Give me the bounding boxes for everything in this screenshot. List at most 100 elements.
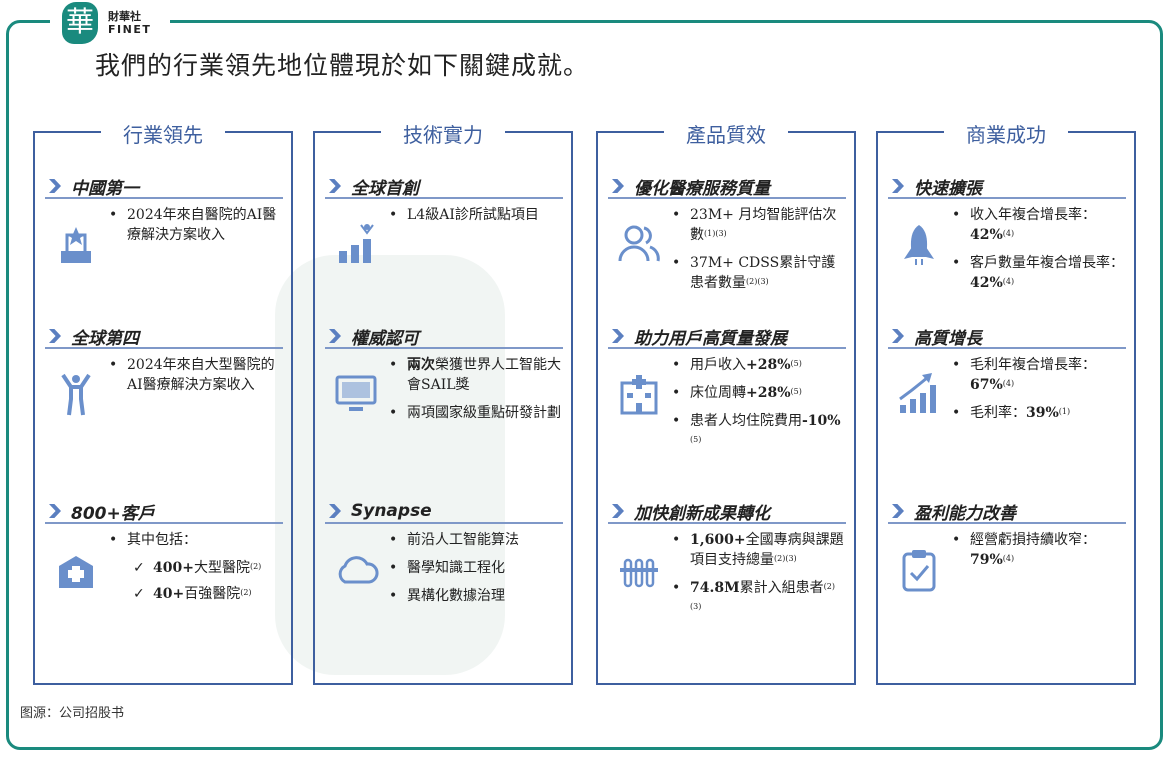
item-text: 23M+ 月均智能評估次數	[690, 207, 837, 243]
chevron-right-icon	[329, 504, 341, 518]
bullet-item: 客戶數量年複合增長率：42%(4)	[948, 253, 1126, 293]
item-text: 經營虧損持續收窄：	[970, 532, 1096, 548]
section: 快速擴張收入年複合增長率：42%(4)客戶數量年複合增長率：42%(4)	[888, 175, 1126, 325]
footnote-ref: (5)	[790, 359, 802, 368]
item-text: 異構化數據治理	[407, 588, 505, 604]
footnote-ref: (4)	[1002, 554, 1015, 563]
section: 全球首創L4級AI診所試點項目	[325, 175, 563, 325]
section-body: 用戶收入+28%(5)床位周轉+28%(5)患者人均住院費用-10%(5)	[608, 349, 846, 500]
bullet-item: 醫學知識工程化	[385, 558, 563, 578]
section-heading: 助力用戶高質量發展	[634, 328, 787, 349]
footnote-ref: (2)(3)	[774, 554, 797, 563]
item-text: 床位周轉	[690, 385, 746, 401]
bullet-item: 37M+ CDSS累計守護患者數量(2)(3)	[668, 253, 846, 293]
chevron-right-icon	[612, 179, 624, 193]
section: 盈利能力改善經營虧損持續收窄：79%(4)	[888, 500, 1126, 592]
footnote-ref: (1)(3)	[704, 229, 727, 238]
column-title: 商業成功	[944, 119, 1068, 148]
section-heading: 中國第一	[71, 178, 139, 199]
section: 權威認可兩次榮獲世界人工智能大會SAIL獎兩項國家級重點研發計劃	[325, 325, 563, 500]
highlight-value: 400+	[153, 560, 194, 576]
item-text: 毛利年複合增長率：	[970, 357, 1096, 373]
bullet-item: 2024年來自醫院的AI醫療解決方案收入	[105, 205, 283, 245]
section: 助力用戶高質量發展用戶收入+28%(5)床位周轉+28%(5)患者人均住院費用-…	[608, 325, 846, 500]
bullet-item: L4級AI診所試點項目	[385, 205, 563, 225]
bullet-item: 23M+ 月均智能評估次數(1)(3)	[668, 205, 846, 245]
bullet-list: 1,600+全國專病與課題項目支持總量(2)(3)74.8M累計入組患者(2)(…	[668, 530, 846, 618]
page-title: 我們的行業領先地位體現於如下關鍵成就。	[95, 51, 590, 80]
section-heading: 800+客戶	[71, 503, 155, 524]
section-body: 毛利年複合增長率：67%(4)毛利率：39%(1)	[888, 349, 1126, 500]
highlight-value: -10%	[802, 413, 841, 429]
highlight-value: 39%	[1026, 405, 1059, 421]
item-text: 37M+ CDSS累計守護患者數量	[690, 255, 836, 291]
users-icon	[618, 225, 660, 262]
bullet-item: 毛利年複合增長率：67%(4)	[948, 355, 1126, 395]
section-header: 加快創新成果轉化	[608, 500, 846, 524]
bullet-item: 兩次榮獲世界人工智能大會SAIL獎	[385, 355, 563, 395]
section-body: 其中包括：400+大型醫院(2)40+百強醫院(2)	[45, 524, 283, 620]
highlight-value: 74.8M	[690, 580, 740, 596]
footnote-ref: (5)	[690, 435, 702, 444]
item-text: 2024年來自大型醫院的AI醫療解決方案收入	[127, 357, 275, 393]
finet-logo: 華	[62, 2, 98, 44]
item-text: 收入年複合增長率：	[970, 207, 1096, 223]
bar-chart-person-icon	[339, 224, 374, 263]
bullet-item: 患者人均住院費用-10%(5)	[668, 411, 846, 451]
bullet-list: 2024年來自大型醫院的AI醫療解決方案收入	[105, 355, 283, 395]
section-heading: 全球第四	[71, 328, 139, 349]
cloud-icon	[338, 556, 379, 584]
highlight-value: 兩次	[407, 357, 435, 373]
bullet-list: 23M+ 月均智能評估次數(1)(3) 37M+ CDSS累計守護患者數量(2)(…	[668, 205, 846, 293]
chevron-right-icon	[892, 504, 904, 518]
section-header: 盈利能力改善	[888, 500, 1126, 524]
bullet-item: 異構化數據治理	[385, 586, 563, 606]
highlight-value: 40+	[153, 586, 185, 602]
item-text: 全國專病與課題項目支持總量	[690, 532, 844, 568]
column-2: 技術實力全球首創L4級AI診所試點項目權威認可兩次榮獲世界人工智能大會SAIL獎…	[313, 119, 573, 685]
footnote-ref: (4)	[1002, 379, 1015, 388]
section: 高質增長毛利年複合增長率：67%(4)毛利率：39%(1)	[888, 325, 1126, 500]
section-header: 中國第一	[45, 175, 283, 199]
section: 全球第四 2024年來自大型醫院的AI醫療解決方案收入	[45, 325, 283, 500]
highlight-value: 1,600+	[690, 532, 746, 548]
chevron-right-icon	[329, 329, 341, 343]
section-header: 800+客戶	[45, 500, 283, 524]
section-header: 助力用戶高質量發展	[608, 325, 846, 349]
section-body: 兩次榮獲世界人工智能大會SAIL獎兩項國家級重點研發計劃	[325, 349, 563, 500]
chevron-right-icon	[49, 179, 61, 193]
chevron-right-icon	[612, 504, 624, 518]
check-item: 40+百強醫院(2)	[105, 584, 283, 604]
section-body: 收入年複合增長率：42%(4)客戶數量年複合增長率：42%(4)	[888, 199, 1126, 325]
section-heading: 盈利能力改善	[914, 503, 1016, 524]
outer-frame	[6, 20, 1163, 750]
section-heading: 快速擴張	[914, 178, 982, 199]
brand-name-en: FINET	[108, 23, 152, 36]
column-title: 行業領先	[101, 119, 225, 148]
item-text: 兩項國家級重點研發計劃	[407, 405, 561, 421]
section-heading: 加快創新成果轉化	[634, 503, 770, 524]
footnote-ref: (2)	[240, 588, 252, 597]
section-body: 2024年來自大型醫院的AI醫療解決方案收入	[45, 349, 283, 500]
highlight-value: +28%	[746, 385, 791, 401]
section: 優化醫療服務質量 23M+ 月均智能評估次數(1)(3) 37M+ CDSS累計守護…	[608, 175, 846, 325]
chevron-right-icon	[892, 329, 904, 343]
chevron-right-icon	[49, 329, 61, 343]
bullet-list: 兩次榮獲世界人工智能大會SAIL獎兩項國家級重點研發計劃	[385, 355, 563, 423]
section-body: 前沿人工智能算法醫學知識工程化異構化數據治理	[325, 524, 563, 624]
section-body: 1,600+全國專病與課題項目支持總量(2)(3)74.8M累計入組患者(2)(…	[608, 524, 846, 636]
item-text: 大型醫院	[193, 560, 250, 576]
section-header: 優化醫療服務質量	[608, 175, 846, 199]
footnote-ref: (5)	[790, 387, 802, 396]
item-text: 百強醫院	[184, 586, 241, 602]
section: 加快創新成果轉化1,600+全國專病與課題項目支持總量(2)(3)74.8M累計…	[608, 500, 846, 636]
bullet-item: 用戶收入+28%(5)	[668, 355, 846, 375]
section-heading: Synapse	[351, 501, 432, 521]
section: Synapse前沿人工智能算法醫學知識工程化異構化數據治理	[325, 500, 563, 624]
highlight-value: +28%	[746, 357, 791, 373]
section: 800+客戶其中包括：400+大型醫院(2)40+百強醫院(2)	[45, 500, 283, 620]
clipboard-check-icon	[902, 550, 936, 592]
item-text: 用戶收入	[690, 357, 746, 373]
brand-name-zh: 財華社	[108, 10, 141, 23]
section-header: 權威認可	[325, 325, 563, 349]
